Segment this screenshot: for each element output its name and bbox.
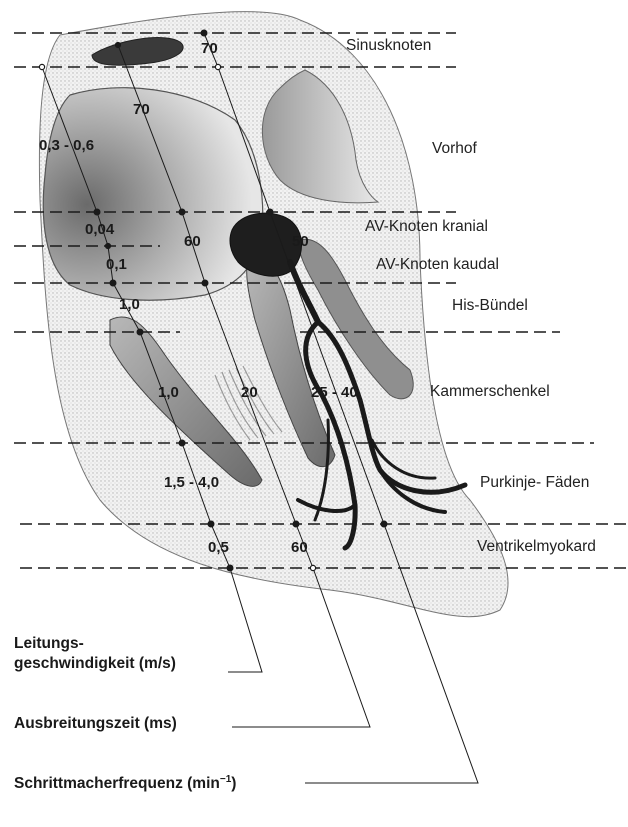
value-ventrikel-speed: 0,5 (208, 539, 229, 556)
value-av-kranial-rate: 50 (292, 233, 309, 250)
value-av-kaudal-speed: 0,1 (106, 256, 127, 273)
label-his: His-Bündel (452, 297, 528, 315)
label-av-kaudal: AV-Knoten kaudal (376, 256, 499, 274)
value-ventrikel-time: 60 (291, 539, 308, 556)
value-schenkel-time: 20 (241, 384, 258, 401)
label-kammerschenkel: Kammerschenkel (430, 383, 550, 401)
value-vorhof-time: 70 (133, 101, 150, 118)
legend-speed-line1: Leitungs- (14, 634, 176, 654)
label-vorhof: Vorhof (432, 140, 477, 158)
value-vorhof-speed: 0,3 - 0,6 (39, 137, 94, 154)
value-av-kranial-speed: 0,04 (85, 221, 114, 238)
label-sinusknoten: Sinusknoten (346, 37, 431, 55)
legend-speed-line2: geschwindigkeit (m/s) (14, 654, 176, 674)
label-av-kranial: AV-Knoten kranial (365, 218, 488, 236)
value-purkinje-speed: 1,5 - 4,0 (164, 474, 219, 491)
value-his-speed: 1,0 (119, 296, 140, 313)
legend-rate-text: Schrittmacherfrequenz (min (14, 775, 220, 792)
value-schenkel-speed: 1,0 (158, 384, 179, 401)
value-sinus-rate: 70 (201, 40, 218, 57)
value-av-kranial-time: 60 (184, 233, 201, 250)
legend-time: Ausbreitungszeit (ms) (14, 714, 177, 734)
label-ventrikel: Ventrikelmyokard (477, 538, 596, 556)
legend-rate-close: ) (231, 775, 236, 792)
label-purkinje: Purkinje- Fäden (480, 474, 589, 492)
legend-rate-exponent: −1 (220, 774, 231, 785)
atrium-region (43, 88, 263, 301)
legend-rate: Schrittmacherfrequenz (min−1) (14, 770, 236, 794)
value-schenkel-rate: 25 - 40 (311, 384, 358, 401)
legend-speed: Leitungs- geschwindigkeit (m/s) (14, 634, 176, 674)
